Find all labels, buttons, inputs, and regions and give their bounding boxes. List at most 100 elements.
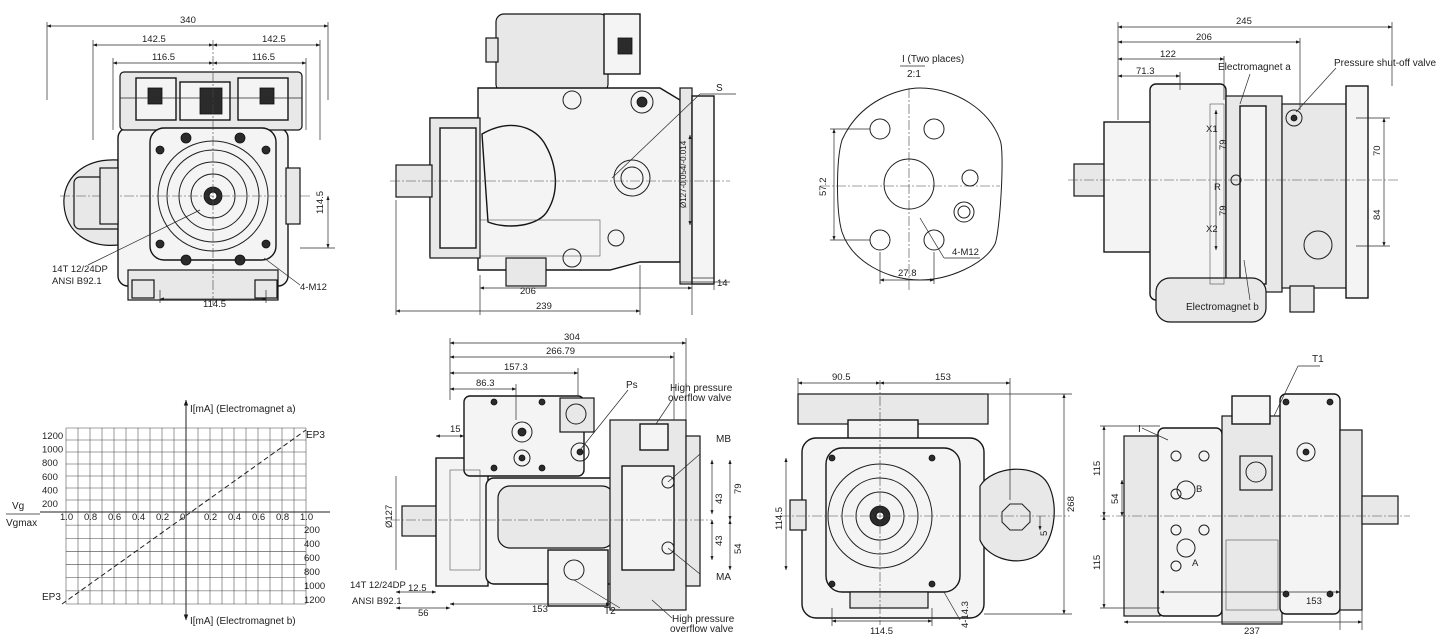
dim-rear-90-5: 90.5 xyxy=(832,372,851,383)
detail-scale: 2:1 xyxy=(907,69,921,80)
label-hp-valve-bottom-1: High pressure xyxy=(672,614,735,625)
label-rb-b: B xyxy=(1196,484,1202,495)
dim-rear-5: 5 xyxy=(1039,531,1050,536)
chart-tick-x: 1.0 xyxy=(300,512,313,523)
chart-tick-x: 0 xyxy=(180,512,185,523)
dim-bottom-43-lower: 43 xyxy=(714,535,725,546)
label-x2: X2 xyxy=(1206,224,1218,235)
dim-rear-bolts: 4-14.3 xyxy=(960,601,971,628)
label-bottom-standard: ANSI B92.1 xyxy=(352,596,402,607)
dim-rear-268: 268 xyxy=(1066,496,1077,512)
chart-axis-bottom-label: I[mA] (Electromagnet b) xyxy=(190,616,296,627)
dim-right-70: 70 xyxy=(1372,145,1383,156)
chart-tick-x: 0.8 xyxy=(84,512,97,523)
chart-x-label-numerator: Vg xyxy=(12,501,24,512)
dim-bottom-266-79: 266.79 xyxy=(546,346,575,357)
chart-tick-lower: 1200 xyxy=(304,595,325,606)
chart-curve-label-upper: EP3 xyxy=(306,430,325,441)
dim-rb-115-upper: 115 xyxy=(1092,461,1103,476)
chart-tick-upper: 200 xyxy=(42,499,58,510)
dim-right-79-upper: 79 xyxy=(1218,139,1229,150)
chart-tick-x: 0.4 xyxy=(228,512,241,523)
detail-title: I (Two places) xyxy=(902,54,964,65)
dim-bottom-12-5: 12.5 xyxy=(408,583,427,594)
dim-front-142-5-right: 142.5 xyxy=(262,34,286,45)
dim-bottom-diameter: Ø127 xyxy=(384,505,395,528)
label-front-standard: ANSI B92.1 xyxy=(52,276,102,287)
chart-tick-upper: 1000 xyxy=(42,445,63,456)
dim-rear-153: 153 xyxy=(935,372,951,383)
chart-curve-label-lower: EP3 xyxy=(42,592,61,603)
label-hp-valve-bottom-2: overflow valve xyxy=(670,624,734,635)
label-rb-i: I xyxy=(1138,424,1141,435)
dim-bottom-79: 79 xyxy=(733,483,744,494)
side-view-bottom: 304 266.79 157.3 86.3 15 Ø127 12.5 56 15… xyxy=(350,332,744,635)
dim-rb-153: 153 xyxy=(1306,596,1322,607)
chart-tick-x: 0.2 xyxy=(204,512,217,523)
chart-tick-upper: 1200 xyxy=(42,431,63,442)
dim-front-340: 340 xyxy=(180,15,196,26)
label-r: R xyxy=(1214,182,1221,193)
side-view-top: 206 239 14 S Ø127-0.054/-0.014 xyxy=(390,13,736,315)
label-ps: Ps xyxy=(626,380,638,391)
dim-side-diameter: Ø127-0.054/-0.014 xyxy=(679,140,688,208)
label-front-spline: 14T 12/24DP xyxy=(52,264,108,275)
chart-tick-x: 0.2 xyxy=(156,512,169,523)
dim-side-14: 14 xyxy=(717,278,728,289)
rear-view: 90.5 153 114.5 268 5 114.5 4-14.3 xyxy=(774,372,1077,637)
dim-bottom-153: 153 xyxy=(532,604,548,615)
chart-tick-x: 0.4 xyxy=(132,512,145,523)
dim-rear-114-5-bottom: 114.5 xyxy=(870,626,893,637)
flange-detail-view: I (Two places) 2:1 57.2 27.8 4-M12 xyxy=(818,54,1003,290)
right-view-bottom: 115 54 115 153 237 T1 I B A xyxy=(1092,354,1410,637)
dim-right-245: 245 xyxy=(1236,16,1252,27)
label-pressure-shutoff-valve: Pressure shut-off valve xyxy=(1334,58,1437,69)
chart-tick-x: 0.6 xyxy=(252,512,265,523)
dim-front-114-5-bottom: 114.5 xyxy=(203,299,226,310)
dim-front-116-5-right: 116.5 xyxy=(252,52,275,63)
chart-tick-lower: 400 xyxy=(304,539,320,550)
chart-tick-lower: 800 xyxy=(304,567,320,578)
label-ma: MA xyxy=(716,572,731,583)
dim-bottom-157-3: 157.3 xyxy=(504,362,528,373)
chart-tick-upper: 400 xyxy=(42,485,58,496)
dim-side-239: 239 xyxy=(536,301,552,312)
front-view: 340 142.5 142.5 116.5 116.5 114.5 114.5 … xyxy=(46,15,335,310)
dim-side-206: 206 xyxy=(520,286,536,297)
label-hp-valve-top-2: overflow valve xyxy=(668,393,732,404)
dim-right-71-3: 71.3 xyxy=(1136,66,1155,77)
dim-bottom-86-3: 86.3 xyxy=(476,378,495,389)
label-electromagnet-a: Electromagnet a xyxy=(1218,62,1291,73)
label-electromagnet-b: Electromagnet b xyxy=(1186,302,1259,313)
label-rb-a: A xyxy=(1192,558,1199,569)
chart-tick-x: 0.6 xyxy=(108,512,121,523)
label-side-s: S xyxy=(716,83,723,94)
dim-right-122: 122 xyxy=(1160,49,1176,60)
dim-front-142-5-left: 142.5 xyxy=(142,34,166,45)
label-t1: T1 xyxy=(1312,354,1324,365)
chart-tick-upper: 800 xyxy=(42,458,58,469)
chart-tick-upper: 600 xyxy=(42,472,58,483)
chart-tick-x: 1.0 xyxy=(60,512,73,523)
dim-bottom-15: 15 xyxy=(450,424,461,435)
chart-tick-x: 0.8 xyxy=(276,512,289,523)
chart-tick-lower: 600 xyxy=(304,553,320,564)
dim-right-206: 206 xyxy=(1196,32,1212,43)
control-characteristic-chart: I[mA] (Electromagnet a) I[mA] (Electroma… xyxy=(6,399,330,627)
right-view-top: 245 206 122 71.3 79 79 70 84 Electromagn… xyxy=(1068,16,1437,323)
dim-bottom-43-upper: 43 xyxy=(714,493,725,504)
dim-rb-115-lower: 115 xyxy=(1092,555,1103,570)
dim-bottom-56: 56 xyxy=(418,608,429,619)
dim-bottom-54: 54 xyxy=(733,543,744,554)
label-x1: X1 xyxy=(1206,124,1218,135)
dim-rb-54: 54 xyxy=(1110,493,1121,504)
chart-tick-lower: 1000 xyxy=(304,581,325,592)
label-mb: MB xyxy=(716,434,731,445)
chart-x-label-denominator: Vgmax xyxy=(6,518,37,529)
label-detail-bolts: 4-M12 xyxy=(952,247,979,258)
chart-axis-top-label: I[mA] (Electromagnet a) xyxy=(190,404,296,415)
dim-detail-57-2: 57.2 xyxy=(818,178,829,197)
dim-front-116-5-left: 116.5 xyxy=(152,52,175,63)
chart-tick-lower: 200 xyxy=(304,525,320,536)
